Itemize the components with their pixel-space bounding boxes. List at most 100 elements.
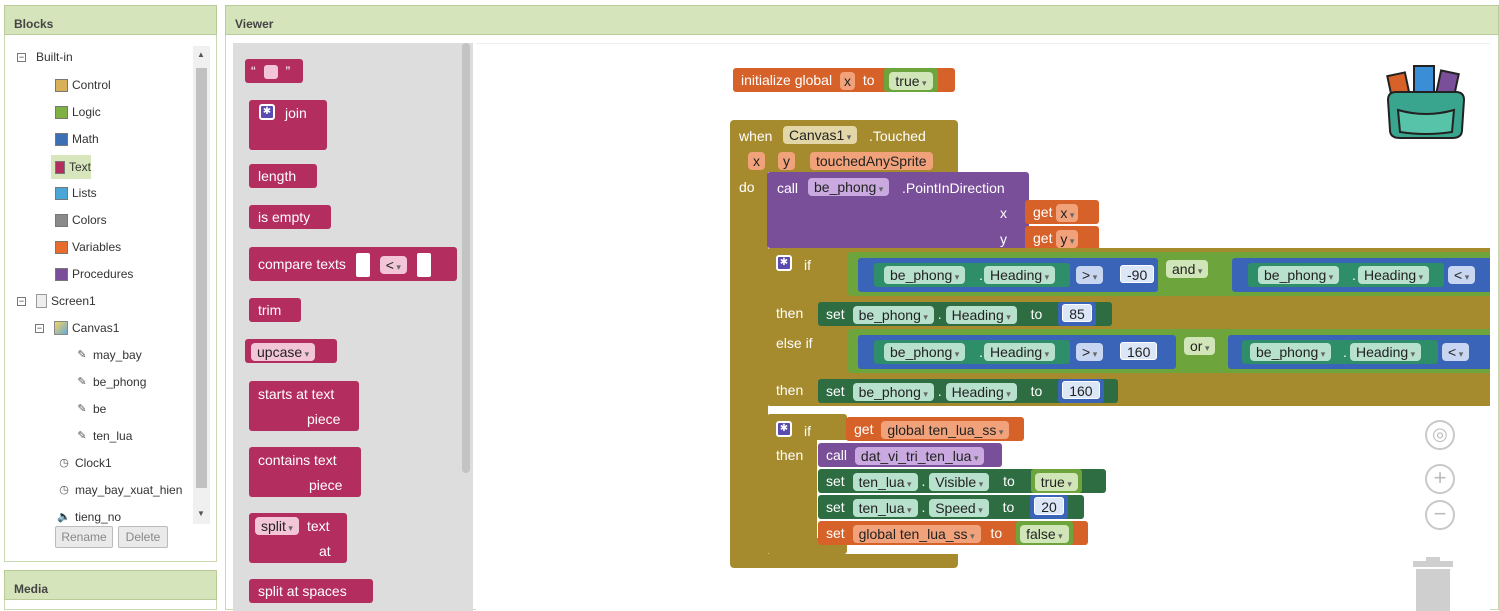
operator-dropdown[interactable]: < (1442, 343, 1470, 361)
get-x-block[interactable]: get x (1025, 200, 1099, 224)
get-y-block[interactable]: get y (1025, 226, 1099, 250)
flyout-scrollbar[interactable] (462, 43, 470, 473)
category-colors[interactable]: Colors (55, 211, 107, 229)
operator-dropdown[interactable]: > (1076, 343, 1104, 361)
boolean-dropdown[interactable]: true (889, 72, 933, 91)
text-slot[interactable] (263, 65, 278, 80)
number-field[interactable]: 20 (1034, 497, 1064, 515)
tree-canvas1[interactable]: − Canvas1 (35, 319, 119, 337)
category-lists[interactable]: Lists (55, 184, 97, 202)
upcase-dropdown[interactable]: upcase (251, 343, 316, 362)
starts-at-block[interactable]: starts at text piece (249, 381, 359, 431)
procedure-dropdown[interactable]: dat_vi_tri_ten_lua (854, 447, 985, 466)
join-block[interactable]: ✱ join (249, 100, 327, 150)
collapse-icon[interactable]: − (35, 322, 44, 333)
call-procedure-block[interactable]: call dat_vi_tri_ten_lua (818, 443, 1002, 467)
input-slot[interactable] (416, 253, 431, 278)
get-var-dropdown[interactable]: global ten_lua_ss (881, 421, 1010, 440)
tree-clock2[interactable]: ◷ may_bay_xuat_hien (57, 481, 182, 499)
property-dropdown[interactable]: Heading (945, 383, 1017, 402)
backpack-icon[interactable] (1382, 60, 1472, 142)
boolean-dropdown[interactable]: false (1020, 525, 1069, 544)
trim-block[interactable]: trim (249, 298, 301, 322)
get-var-dropdown[interactable]: x (1056, 204, 1079, 223)
number-field[interactable]: 160 (1120, 342, 1158, 360)
blocks-workspace[interactable]: initialize global x to true when Canvas1… (476, 43, 1490, 611)
property-dropdown[interactable]: Heading (1358, 266, 1430, 284)
tree-sprite-be[interactable]: ✎ be (75, 400, 106, 418)
component-dropdown[interactable]: ten_lua (852, 473, 918, 492)
get-var-dropdown[interactable]: y (1056, 230, 1079, 249)
split-block[interactable]: split text at (249, 513, 347, 563)
set-var-dropdown[interactable]: global ten_lua_ss (852, 525, 981, 544)
set-heading-block[interactable]: set be_phong . Heading to 85 (818, 302, 1112, 326)
scroll-up-icon[interactable]: ▲ (197, 50, 205, 59)
compare-texts-block[interactable]: compare texts < (249, 247, 457, 281)
category-procedures[interactable]: Procedures (55, 265, 133, 283)
zoom-out-icon[interactable]: − (1425, 500, 1455, 530)
is-empty-block[interactable]: is empty (249, 205, 331, 229)
length-block[interactable]: length (249, 164, 317, 188)
param-x[interactable]: x (748, 152, 765, 170)
category-control[interactable]: Control (55, 76, 111, 94)
tree-builtin[interactable]: − Built-in (17, 48, 73, 66)
get-global-block[interactable]: get global ten_lua_ss (846, 417, 1024, 441)
upcase-block[interactable]: upcase (245, 339, 337, 363)
property-dropdown[interactable]: Speed (929, 499, 989, 518)
tree-clock1[interactable]: ◷ Clock1 (57, 454, 112, 472)
recenter-icon[interactable]: ◎ (1425, 420, 1455, 450)
gear-icon[interactable]: ✱ (776, 421, 792, 437)
param-touched-any-sprite[interactable]: touchedAnySprite (810, 152, 933, 170)
compare-operator-dropdown[interactable]: < (379, 256, 407, 275)
property-dropdown[interactable]: Heading (984, 266, 1056, 284)
init-global-block[interactable]: initialize global x to true (733, 68, 955, 92)
zoom-in-icon[interactable]: + (1425, 464, 1455, 494)
gear-icon[interactable]: ✱ (776, 255, 792, 271)
property-dropdown[interactable]: Heading (1350, 343, 1422, 361)
set-visible-block[interactable]: set ten_lua . Visible to true (818, 469, 1106, 493)
component-dropdown[interactable]: be_phong (852, 306, 934, 325)
component-dropdown[interactable]: be_phong (1250, 343, 1332, 361)
input-slot[interactable] (355, 253, 370, 278)
contains-text-block[interactable]: contains text piece (249, 447, 361, 497)
tree-scrollbar[interactable]: ▲ ▼ (193, 46, 210, 524)
trash-icon[interactable] (1411, 557, 1455, 611)
collapse-icon[interactable]: − (17, 295, 26, 306)
call-component-dropdown[interactable]: be_phong (808, 178, 890, 196)
property-dropdown[interactable]: Heading (984, 343, 1056, 361)
component-dropdown[interactable]: be_phong (1258, 266, 1340, 284)
tree-sprite-be-phong[interactable]: ✎ be_phong (75, 373, 146, 391)
property-dropdown[interactable]: Heading (945, 306, 1017, 325)
component-dropdown[interactable]: ten_lua (852, 499, 918, 518)
delete-button[interactable]: Delete (118, 526, 168, 548)
number-field[interactable]: 160 (1062, 381, 1100, 399)
component-dropdown[interactable]: be_phong (852, 383, 934, 402)
operator-dropdown[interactable]: < (1448, 266, 1476, 284)
boolean-dropdown[interactable]: true (1034, 473, 1078, 492)
operator-dropdown[interactable]: > (1076, 266, 1104, 284)
param-y[interactable]: y (778, 152, 795, 170)
set-speed-block[interactable]: set ten_lua . Speed to 20 (818, 495, 1084, 519)
variable-name-field[interactable]: x (839, 72, 855, 91)
category-math[interactable]: Math (55, 130, 99, 148)
event-component-dropdown[interactable]: Canvas1 (783, 126, 858, 144)
property-dropdown[interactable]: Visible (929, 473, 990, 492)
category-variables[interactable]: Variables (55, 238, 121, 256)
scroll-down-icon[interactable]: ▼ (197, 509, 205, 518)
component-dropdown[interactable]: be_phong (884, 343, 966, 361)
number-field[interactable]: 85 (1062, 304, 1092, 322)
and-dropdown[interactable]: and (1166, 260, 1209, 278)
number-field[interactable]: -90 (1120, 265, 1155, 283)
tree-screen1[interactable]: − Screen1 (17, 292, 96, 310)
tree-scrollbar-thumb[interactable] (196, 68, 207, 488)
tree-sprite-ten-lua[interactable]: ✎ ten_lua (75, 427, 132, 445)
component-dropdown[interactable]: be_phong (884, 266, 966, 284)
tree-sound[interactable]: 🔈 tieng_no (57, 508, 121, 524)
text-string-block[interactable]: “ ” (245, 59, 303, 83)
set-heading-block[interactable]: set be_phong . Heading to 160 (818, 379, 1118, 403)
split-dropdown[interactable]: split (255, 517, 299, 535)
split-at-spaces-block[interactable]: split at spaces (249, 579, 373, 603)
gear-icon[interactable]: ✱ (259, 104, 275, 120)
category-logic[interactable]: Logic (55, 103, 101, 121)
collapse-icon[interactable]: − (17, 51, 26, 62)
